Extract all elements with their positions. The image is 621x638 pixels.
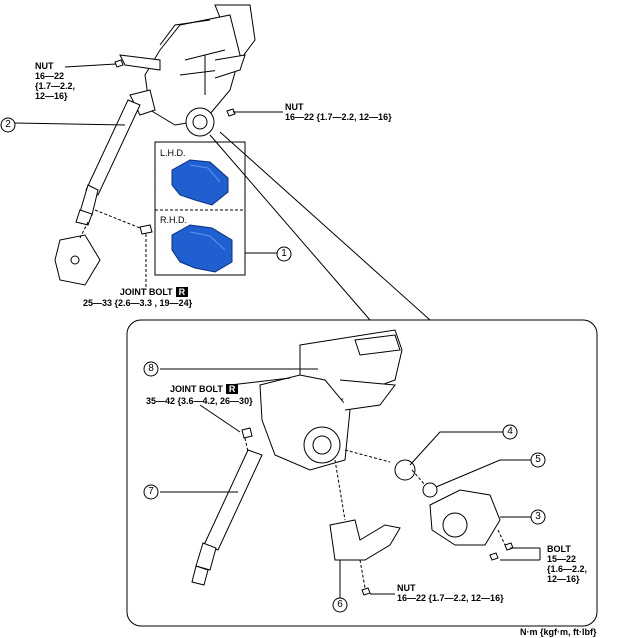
- rhd-label: R.H.D.: [160, 215, 187, 225]
- callout-7: 7: [148, 486, 154, 497]
- nut-torque-kgf: {1.7—2.2,: [35, 81, 76, 91]
- bolt-label: BOLT 15—22 {1.6—2.2, 12—16}: [547, 544, 587, 584]
- nut-top-left-label: NUT 16—22 {1.7—2.2, 12—16}: [35, 61, 75, 101]
- lhd-label: L.H.D.: [160, 148, 186, 158]
- detail-frame: [126, 319, 598, 627]
- callout-1: 1: [281, 248, 287, 259]
- lower-steering-column: [191, 329, 514, 596]
- joint-bolt-lower-torque: 35—42 {3.6—4.2, 26—30}: [146, 396, 253, 406]
- nut-top-right-label: NUT 16—22 {1.7—2.2, 12—16}: [285, 102, 392, 122]
- nut-torque: 16—22 {1.7—2.2, 12—16}: [285, 112, 392, 122]
- callout-3: 3: [535, 511, 541, 522]
- callout-8: 8: [148, 363, 154, 374]
- nut-title: NUT: [397, 583, 416, 593]
- bolt-title: BOLT: [547, 544, 571, 554]
- callout-2: 2: [5, 119, 11, 130]
- bolt-torque-kgf: {1.6—2.2,: [547, 564, 588, 574]
- callout-6: 6: [337, 599, 343, 610]
- joint-bolt-title: JOINT BOLT: [119, 287, 173, 297]
- nut-torque-ftlbf: 12—16}: [35, 91, 68, 101]
- callout-5: 5: [535, 454, 541, 465]
- bolt-torque-nm: 15—22: [547, 554, 577, 564]
- nut-title: NUT: [35, 61, 54, 71]
- nut-bottom-label: NUT 16—22 {1.7—2.2, 12—16}: [397, 583, 504, 603]
- replace-badge: R: [225, 384, 239, 394]
- callout-4: 4: [507, 426, 513, 437]
- nut-title: NUT: [285, 102, 304, 112]
- upper-steering-column: [54, 4, 256, 286]
- column-cover-rhd: [171, 224, 233, 273]
- nut-torque: 16—22 {1.7—2.2, 12—16}: [397, 593, 504, 603]
- units-label: N·m {kgf·m, ft·lbf}: [520, 627, 597, 637]
- nut-torque-nm: 16—22: [35, 71, 65, 81]
- joint-bolt-upper-torque: 25—33 {2.6—3.3 , 19—24}: [83, 298, 193, 308]
- replace-badge: R: [175, 287, 189, 297]
- joint-bolt-title: JOINT BOLT: [170, 384, 223, 394]
- bolt-torque-ftlbf: 12—16}: [547, 574, 580, 584]
- column-cover-lhd: [171, 159, 229, 206]
